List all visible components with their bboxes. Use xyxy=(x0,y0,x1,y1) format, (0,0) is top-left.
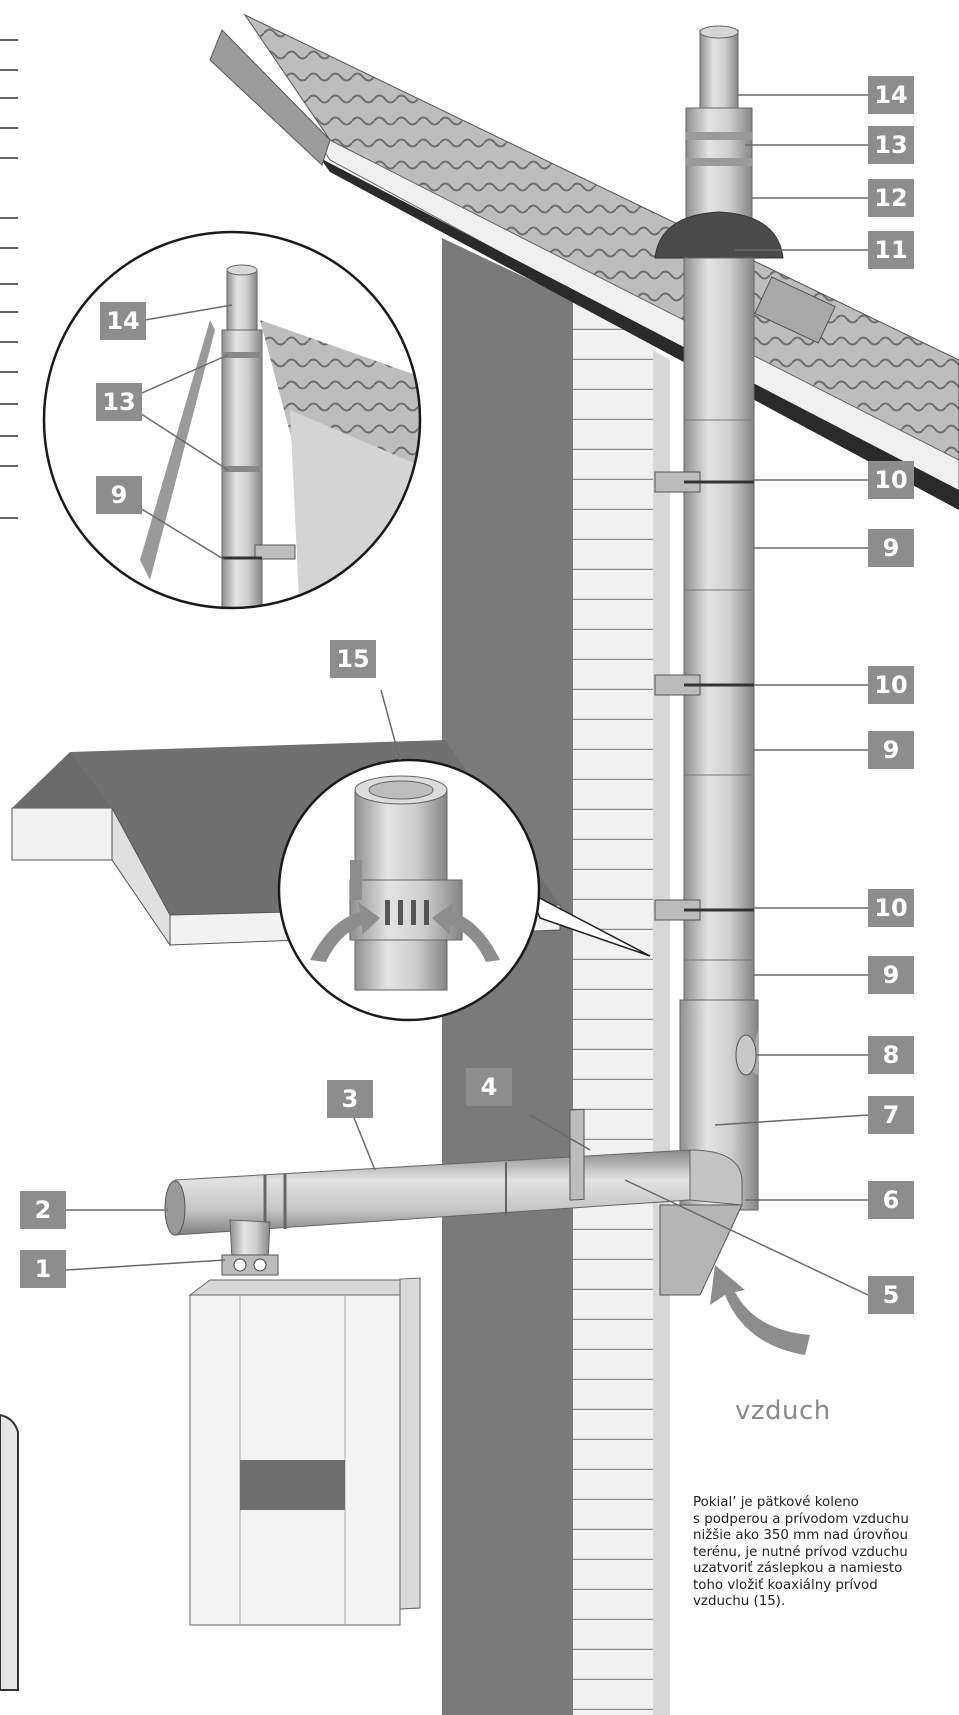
label-2: 2 xyxy=(20,1191,66,1229)
svg-text:9: 9 xyxy=(111,481,128,509)
svg-text:14: 14 xyxy=(106,307,139,335)
label-8: 8 xyxy=(868,1036,914,1074)
label-10: 10 xyxy=(868,889,914,927)
svg-text:4: 4 xyxy=(481,1073,498,1101)
label-7: 7 xyxy=(868,1096,914,1134)
label-5: 5 xyxy=(868,1276,914,1314)
air-label: vzduch xyxy=(735,1396,831,1426)
brick-wall xyxy=(573,300,653,1715)
svg-text:14: 14 xyxy=(874,81,907,109)
svg-text:7: 7 xyxy=(883,1101,900,1129)
svg-text:9: 9 xyxy=(883,736,900,764)
svg-text:12: 12 xyxy=(874,184,907,212)
svg-text:9: 9 xyxy=(883,961,900,989)
label-9: 9 xyxy=(868,529,914,567)
inset-label-9: 9 xyxy=(96,476,142,514)
note-line: toho vložiť koaxiálny prívod xyxy=(693,1577,878,1593)
note-line: uzatvoriť záslepkou a namiesto xyxy=(693,1561,903,1576)
leader-lines xyxy=(65,94,869,1296)
label-1: 1 xyxy=(20,1250,66,1288)
label-14: 14 xyxy=(868,76,914,114)
note-line: s podperou a prívodom vzduchu xyxy=(693,1511,909,1527)
svg-text:10: 10 xyxy=(874,894,907,922)
note-line: terénu, je nutné prívod vzduchu xyxy=(693,1544,908,1560)
svg-text:8: 8 xyxy=(883,1041,900,1069)
wall-side xyxy=(653,350,670,1715)
installation-note: Pokial’ je pätkové koleno s podperou a p… xyxy=(693,1495,953,1611)
label-6: 6 xyxy=(868,1181,914,1219)
vertical-flue xyxy=(654,25,784,1296)
note-line: Pokial’ je pätkové koleno xyxy=(693,1495,859,1510)
inset-label-13: 13 xyxy=(96,383,142,421)
label-10: 10 xyxy=(868,461,914,499)
label-9: 9 xyxy=(868,956,914,994)
horizontal-flue xyxy=(164,1108,743,1276)
boiler xyxy=(188,1277,422,1626)
label-10: 10 xyxy=(868,666,914,704)
svg-text:13: 13 xyxy=(102,388,135,416)
label-15: 15 xyxy=(330,640,376,678)
svg-text:13: 13 xyxy=(874,131,907,159)
label-11: 11 xyxy=(868,231,914,269)
inset-label-14: 14 xyxy=(100,302,146,340)
page-edge-tab xyxy=(0,1413,19,1691)
svg-text:1: 1 xyxy=(35,1255,52,1283)
label-9: 9 xyxy=(868,731,914,769)
note-line: vzduchu (15). xyxy=(693,1594,786,1609)
label-13: 13 xyxy=(868,126,914,164)
svg-text:10: 10 xyxy=(874,466,907,494)
note-line: nižšie ako 350 mm nad úrovňou xyxy=(693,1528,908,1543)
svg-text:5: 5 xyxy=(883,1281,900,1309)
top-detail-circle xyxy=(42,230,422,610)
margin-ticks xyxy=(0,39,18,519)
svg-text:2: 2 xyxy=(35,1196,52,1224)
svg-text:10: 10 xyxy=(874,671,907,699)
svg-text:9: 9 xyxy=(883,534,900,562)
air-arrow xyxy=(710,1265,810,1355)
middle-detail-circle xyxy=(277,758,651,1022)
svg-text:15: 15 xyxy=(336,645,369,673)
svg-text:3: 3 xyxy=(342,1085,359,1113)
label-4: 4 xyxy=(466,1068,512,1106)
label-12: 12 xyxy=(868,179,914,217)
label-3: 3 xyxy=(327,1080,373,1118)
svg-text:11: 11 xyxy=(874,236,907,264)
roof xyxy=(209,13,959,510)
svg-text:6: 6 xyxy=(883,1186,900,1214)
